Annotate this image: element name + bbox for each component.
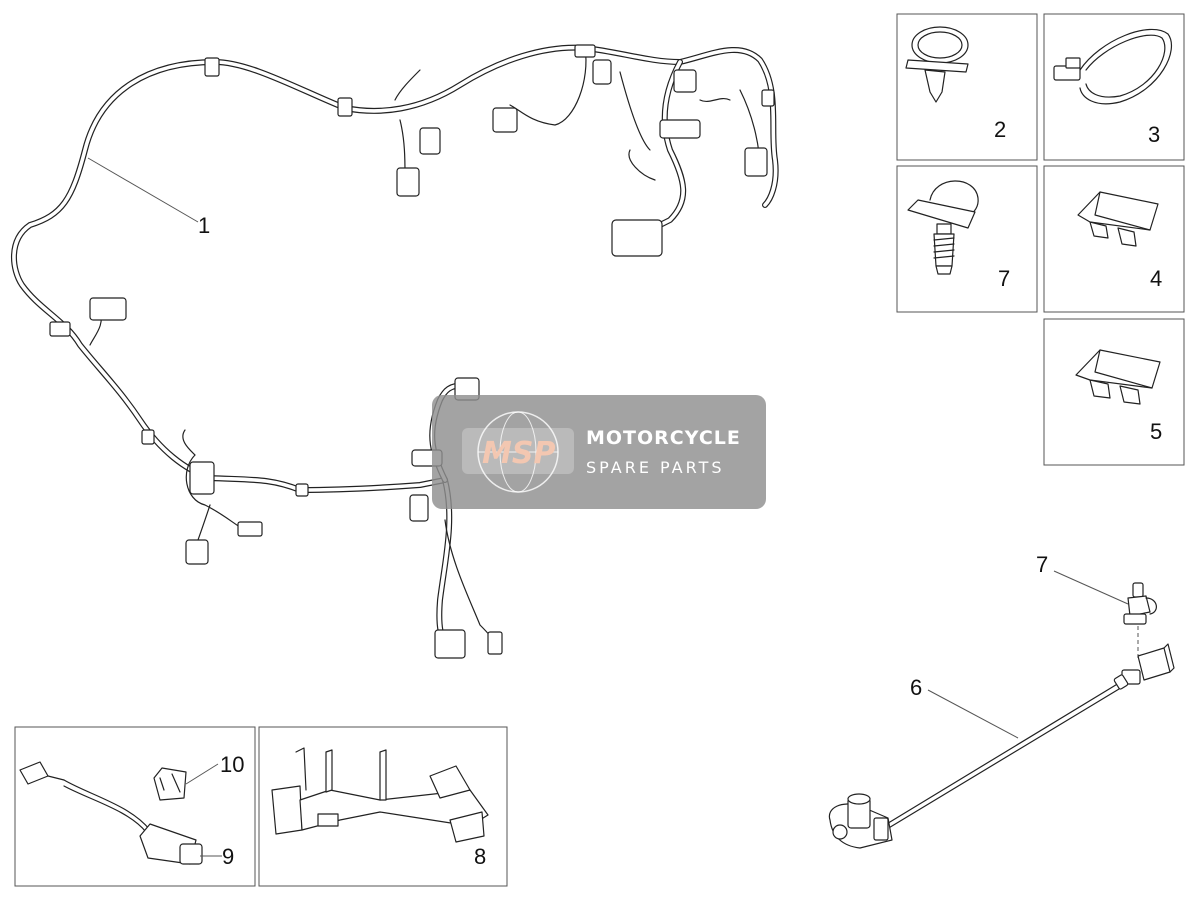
screw-clip-icon: [1123, 582, 1157, 625]
callout-5: 5: [1150, 419, 1162, 444]
sensor-assembly: 7 6: [828, 552, 1175, 849]
part-box-2: 2: [896, 13, 1038, 161]
connector-icon: [1121, 643, 1175, 685]
callout-2: 2: [994, 117, 1006, 142]
harness-connector-icon: [19, 761, 203, 865]
cable-tie-icon: [1053, 28, 1173, 105]
watermark-line1: MOTORCYCLE: [586, 427, 741, 449]
watermark-band: [432, 395, 766, 509]
sensor-icon: [828, 793, 893, 849]
callout-3: 3: [1148, 122, 1160, 147]
watermark-line2: SPARE PARTS: [586, 458, 725, 477]
callout-4: 4: [1150, 266, 1162, 291]
fuse-icon: [1075, 349, 1161, 405]
part-box-8: 8: [258, 726, 508, 887]
grommet-icon: [153, 767, 187, 801]
callout-6: 6: [910, 675, 922, 700]
callout-7-box: 7: [998, 266, 1010, 291]
watermark: MSP MOTORCYCLE SPARE PARTS: [432, 395, 766, 509]
callout-1: 1: [198, 213, 210, 238]
part-box-7: 7: [896, 165, 1038, 313]
callout-7-sensor: 7: [1036, 552, 1048, 577]
part-box-4: 4: [1043, 165, 1185, 313]
wiring-harness: 1: [10, 44, 779, 659]
callout-9: 9: [222, 844, 234, 869]
bracket-icon: [271, 747, 489, 843]
part-box-5: 5: [1043, 318, 1185, 466]
callout-10: 10: [220, 752, 244, 777]
screw-clip-icon: [907, 180, 979, 275]
callout-8: 8: [474, 844, 486, 869]
push-clip-icon: [905, 26, 969, 103]
part-box-3: 3: [1043, 13, 1185, 161]
watermark-logo: MSP: [482, 436, 555, 471]
fuse-icon: [1077, 191, 1159, 247]
part-box-9-10: 10 9: [14, 726, 256, 887]
